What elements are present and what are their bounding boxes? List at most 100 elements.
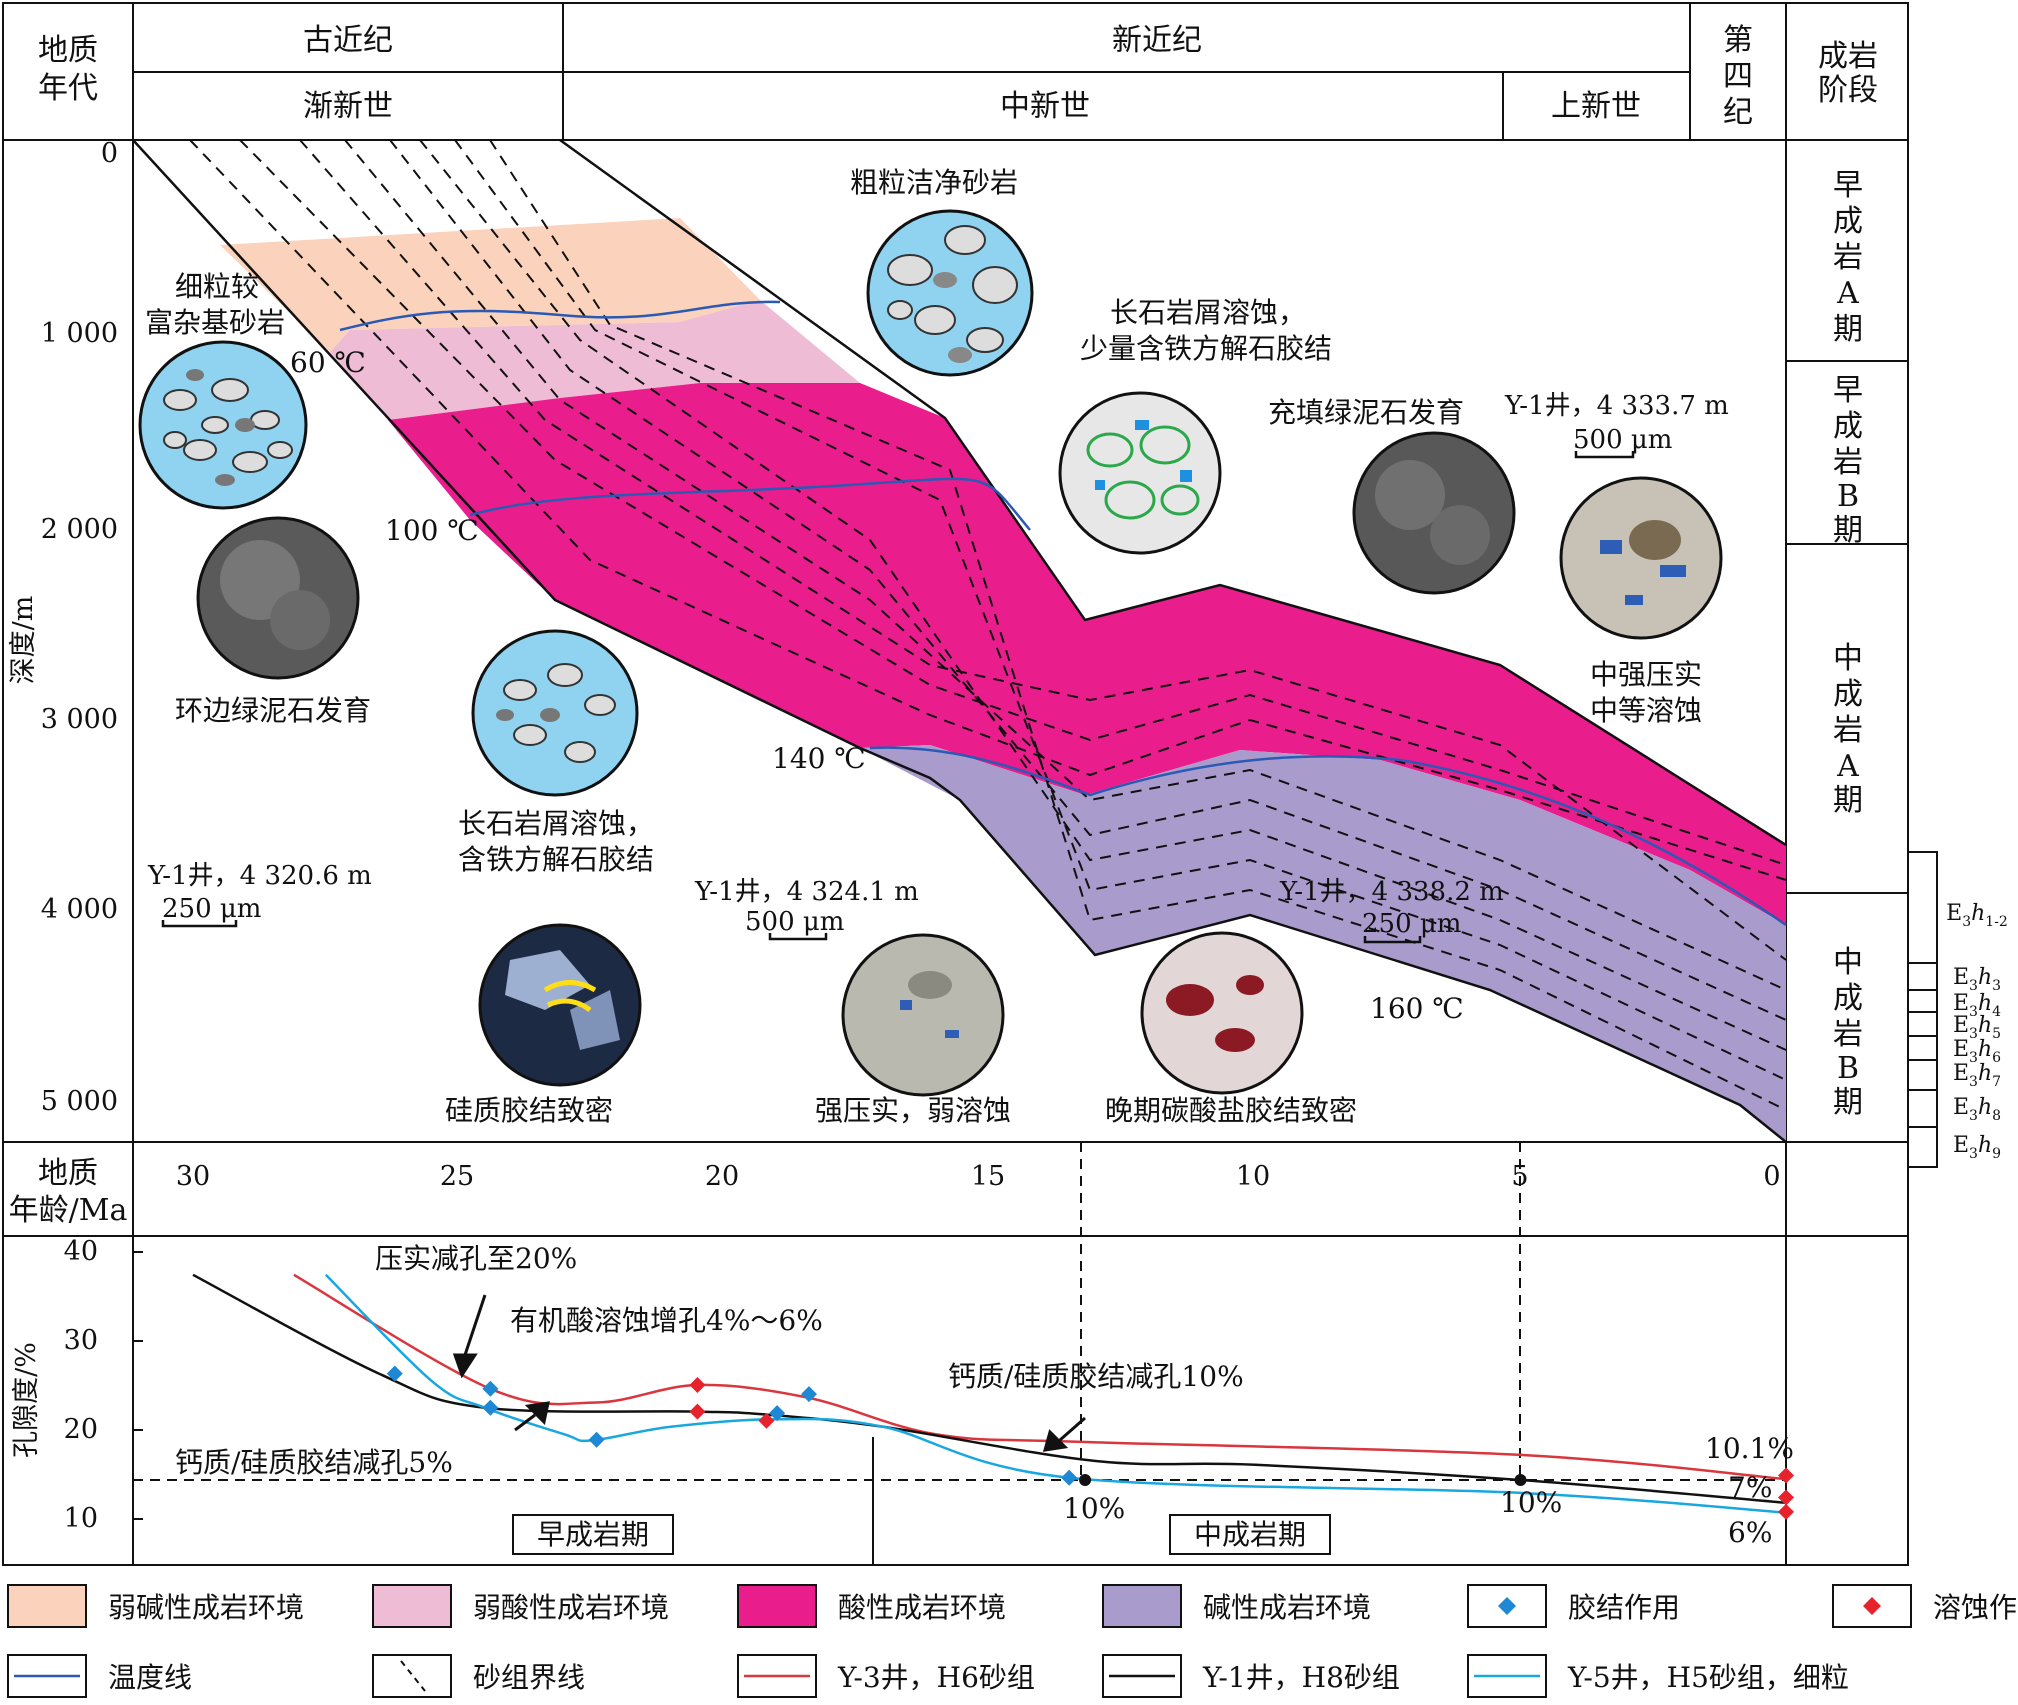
temp-label-60: 60 ℃ <box>290 346 366 379</box>
stage-early-a-4: A <box>1836 276 1859 311</box>
dissolution-point <box>1778 1503 1794 1520</box>
legend-item: 碱性成岩环境 <box>1102 1584 1371 1628</box>
dissolution-point <box>689 1377 706 1393</box>
annotation-pct-101: 10.1% <box>1705 1432 1794 1465</box>
sample-label-2: Y-1井，4 324.1 m <box>694 877 919 907</box>
porosity-series-line-1 <box>293 1273 1787 1481</box>
annotation-fine-sand-2: 富杂基砂岩 <box>145 306 285 339</box>
legend-label: Y-1井，H8砂组 <box>1202 1661 1400 1694</box>
cementation-point <box>386 1365 403 1382</box>
reference-point <box>1514 1474 1527 1486</box>
stage-early-a-2: 成 <box>1833 204 1863 239</box>
thin-section-feldspar-dissolution-2 <box>471 629 639 797</box>
thin-section-feldspar-dissolution-1 <box>1058 391 1222 555</box>
annotation-organic-acid: 有机酸溶蚀增孔4%～6% <box>510 1304 823 1337</box>
annotation-strong-compaction: 强压实，弱溶蚀 <box>815 1094 1011 1127</box>
temp-label-160: 160 ℃ <box>1370 992 1464 1025</box>
sem-rim-chlorite <box>196 516 360 680</box>
stage-middle-b-5: 期 <box>1833 1085 1863 1120</box>
epoch-oligocene: 渐新世 <box>303 89 393 124</box>
legend: 弱碱性成岩环境 弱酸性成岩环境 酸性成岩环境 碱性成岩环境 胶结作用 溶蚀作用温度线 砂组界… <box>7 1584 2018 1698</box>
stage-middle-a-1: 中 <box>1833 641 1863 676</box>
legend-label: 溶蚀作用 <box>1933 1591 2018 1624</box>
legend-item: 弱碱性成岩环境 <box>7 1584 304 1628</box>
stratum-label: E3h1-2 <box>1946 901 2008 930</box>
dissolution-point <box>1778 1489 1794 1506</box>
sample-label-1: Y-1井，4 320.6 m <box>147 861 372 891</box>
depth-tick: 2 000 <box>41 514 118 545</box>
dissolution-point <box>758 1412 775 1429</box>
stage-middle-a-2: 成 <box>1833 677 1863 712</box>
sem-chlorite-fill <box>1352 431 1516 595</box>
cementation-point <box>482 1399 499 1416</box>
annotation-late-carbonate: 晚期碳酸盐胶结致密 <box>1105 1094 1357 1127</box>
stage-early-a-5: 期 <box>1833 312 1863 347</box>
weak-acidic-zone <box>330 300 860 420</box>
legend-item: 胶结作用 <box>1467 1584 1680 1628</box>
thin-section-coarse-sand <box>866 209 1034 377</box>
annotation-pct-10a: 10% <box>1063 1492 1125 1525</box>
stage-middle-b-2: 成 <box>1833 981 1863 1016</box>
legend-label: 酸性成岩环境 <box>838 1591 1006 1624</box>
sand-group-boundaries <box>189 139 1787 1111</box>
cementation-point <box>800 1386 817 1403</box>
micrograph-medium-compaction <box>1559 476 1723 640</box>
age-tick: 30 <box>176 1161 210 1192</box>
porosity-tick: 40 <box>64 1236 98 1267</box>
period-neogene: 新近纪 <box>1112 23 1202 58</box>
porosity-tick: 10 <box>64 1503 98 1534</box>
reference-point <box>1079 1474 1092 1486</box>
stratum-label: E3h5 <box>1953 1013 2001 1042</box>
legend-item: 弱酸性成岩环境 <box>372 1584 669 1628</box>
annotation-feldspar-1a: 长石岩屑溶蚀， <box>1110 296 1306 329</box>
annotation-feldspar-2a: 长石岩屑溶蚀， <box>458 807 654 840</box>
stage-early-b-3: 岩 <box>1833 445 1863 480</box>
temp-label-140: 140 ℃ <box>772 742 866 775</box>
stage-middle-b-1: 中 <box>1833 945 1863 980</box>
burial-lower-boundary <box>559 138 1787 847</box>
weak-alkaline-zone <box>220 218 760 352</box>
annotation-compaction: 压实减孔至20% <box>375 1242 577 1275</box>
porosity-panel: 孔隙度/% 40 30 20 10 压实减孔至20% 有机酸溶蚀增孔4%～6% <box>11 1236 1794 1565</box>
legend-item: Y-1井，H8砂组 <box>1102 1654 1400 1698</box>
annotation-silica-cement: 硅质胶结致密 <box>445 1094 613 1127</box>
strata-column: E3h1-2 E3h3 E3h4 E3h5 E3h6 E3h7 E3h8 E3h… <box>1908 851 2008 1168</box>
stratum-label: E3h4 <box>1953 991 2001 1020</box>
period-quaternary-2: 四 <box>1723 59 1753 94</box>
legend-label: 胶结作用 <box>1568 1591 1680 1624</box>
depth-tick: 4 000 <box>41 894 118 925</box>
age-tick: 20 <box>705 1161 739 1192</box>
annotation-pct-10b: 10% <box>1500 1486 1562 1519</box>
legend-label: 砂组界线 <box>473 1661 585 1694</box>
stage-boxes: 早成岩期 中成岩期 <box>512 1514 1331 1555</box>
burial-history-panel: 60 ℃ 100 ℃ 140 ℃ 160 ℃ 0 1 000 2 000 3 0… <box>8 138 1787 1143</box>
sample-labels: Y-1井，4 320.6 m 250 μm Y-1井，4 324.1 m 500… <box>147 391 1729 939</box>
header-labels: 地质 年代 古近纪 新近纪 第 四 纪 渐新世 中新世 上新世 成岩 阶段 <box>38 23 1878 130</box>
micrograph-strong-compaction <box>841 933 1005 1097</box>
age-axis-label-1: 地质 <box>38 1156 98 1191</box>
porosity-tick: 30 <box>64 1325 98 1356</box>
burial-annotations: 细粒较 富杂基砂岩 粗粒洁净砂岩 长石岩屑溶蚀， 少量含铁方解石胶结 充填绿泥石… <box>145 166 1702 1127</box>
temp-label-100: 100 ℃ <box>385 514 479 547</box>
geologic-age-label-2: 年代 <box>38 71 98 106</box>
annotation-fine-sand-1: 细粒较 <box>175 270 259 303</box>
stage-box-early: 早成岩期 <box>537 1518 649 1551</box>
legend-item: 温度线 <box>7 1654 192 1698</box>
stage-box-middle: 中成岩期 <box>1194 1518 1306 1551</box>
period-quaternary-3: 纪 <box>1723 95 1753 130</box>
stage-early-b-4: B <box>1837 479 1859 514</box>
stratum-label: E3h7 <box>1953 1061 2001 1090</box>
stage-middle-a-4: A <box>1836 749 1859 784</box>
stage-middle-b-4: B <box>1837 1051 1859 1086</box>
annotation-cement-10: 钙质/硅质胶结减孔10% <box>948 1360 1244 1393</box>
depth-tick: 5 000 <box>41 1086 118 1117</box>
diagenesis-stage-label-2: 阶段 <box>1818 73 1878 108</box>
annotation-rim-chlorite: 环边绿泥石发育 <box>175 694 371 727</box>
micrograph-late-carbonate <box>1140 931 1304 1095</box>
legend-item: 溶蚀作用 <box>1832 1584 2018 1628</box>
annotation-feldspar-1b: 少量含铁方解石胶结 <box>1080 332 1332 365</box>
annotation-cement-5: 钙质/硅质胶结减孔5% <box>175 1446 453 1479</box>
annotation-medium-compaction-2: 中等溶蚀 <box>1590 694 1702 727</box>
age-axis-label-2: 年龄/Ma <box>9 1193 128 1228</box>
stratum-label: E3h9 <box>1953 1133 2001 1162</box>
